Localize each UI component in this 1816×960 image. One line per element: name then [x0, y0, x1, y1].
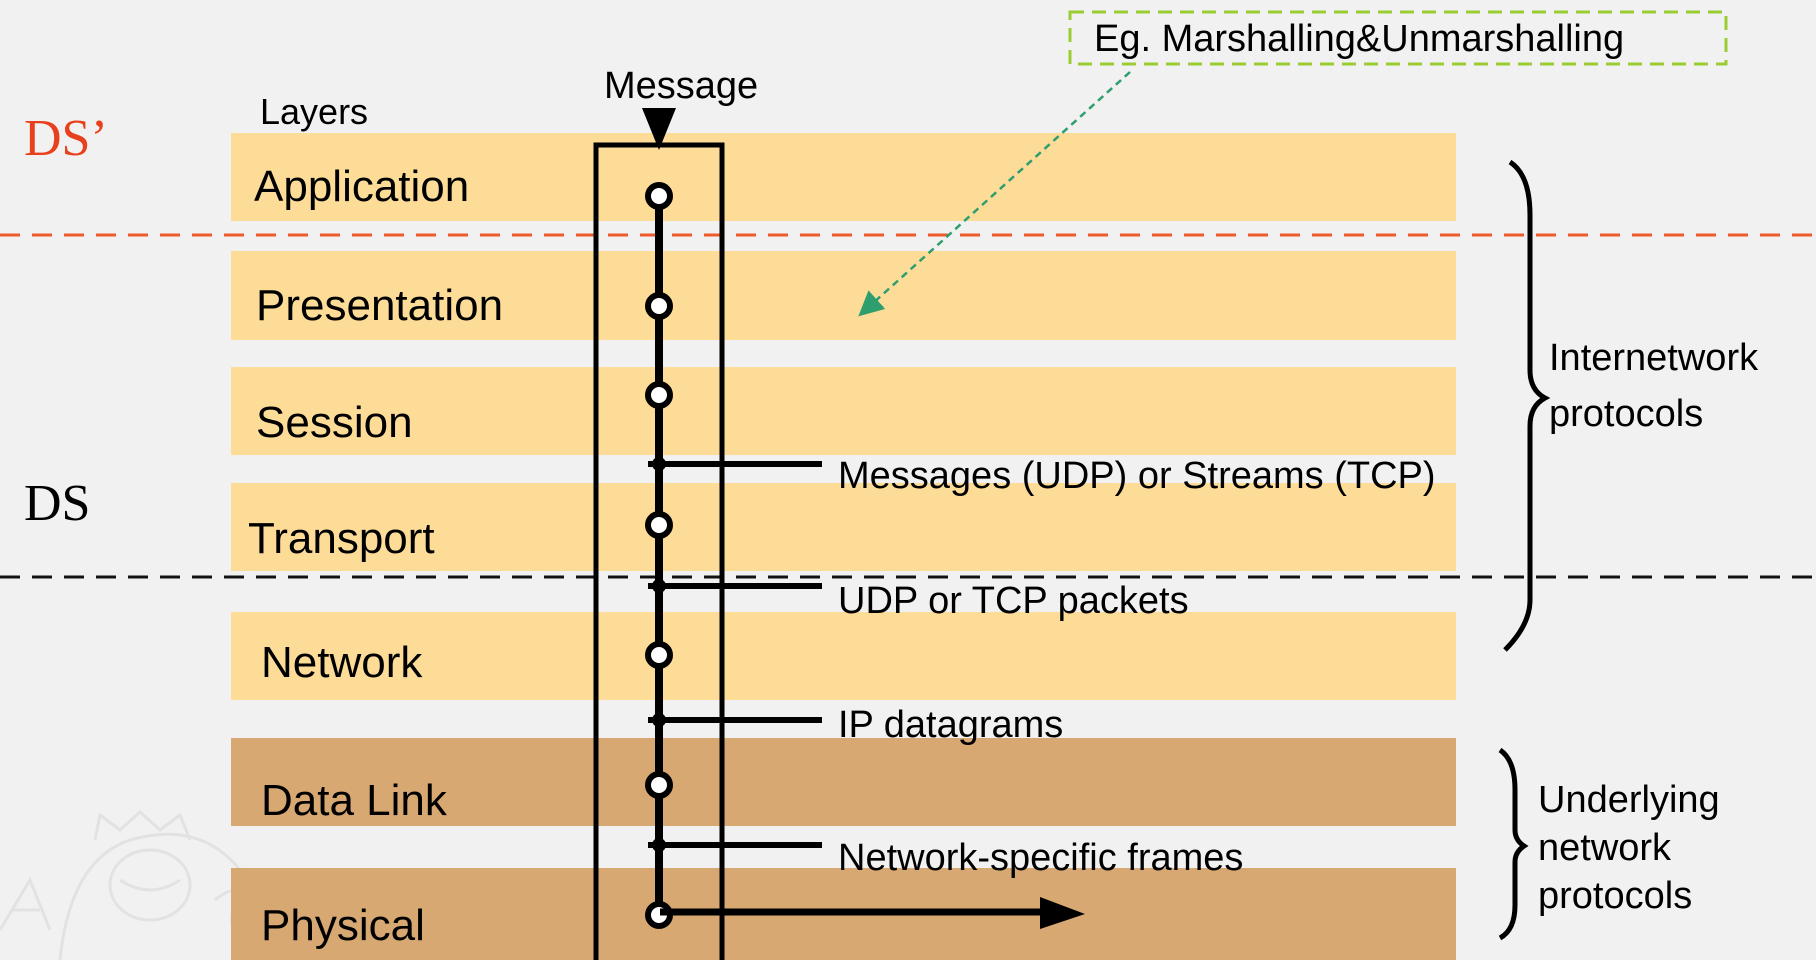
transfer-junction-dot — [652, 457, 666, 471]
underlying-network-protocols-label: Underlying network protocols — [1538, 779, 1720, 917]
layer-band-presentation — [231, 251, 1456, 340]
layer-node-circle — [645, 641, 673, 669]
group-label-line: network — [1538, 827, 1672, 869]
layer-node-circle — [645, 511, 673, 539]
layer-label-application: Application — [254, 162, 469, 211]
layer-bands — [231, 133, 1456, 960]
layer-band-network — [231, 612, 1456, 700]
layer-band-application — [231, 133, 1456, 221]
message-stack-box — [593, 142, 725, 960]
layer-labels: ApplicationPresentationSessionTransportN… — [248, 162, 503, 950]
transfer-unit-label: Network-specific frames — [838, 837, 1243, 879]
layer-node-circle — [645, 381, 673, 409]
layer-node-circle — [645, 182, 673, 210]
transfer-unit-connectors: Messages (UDP) or Streams (TCP) UDP or TC… — [648, 455, 1436, 879]
group-label-line: Underlying — [1538, 779, 1720, 821]
transfer-junction-dot — [652, 838, 666, 852]
layer-band-data-link — [231, 738, 1456, 826]
example-note-text: Eg. Marshalling&Unmarshalling — [1094, 18, 1624, 60]
ds-prime-label: DS’ — [24, 110, 108, 167]
transfer-unit-label: IP datagrams — [838, 704, 1063, 746]
layer-band-transport — [231, 483, 1456, 571]
transfer-unit-label: Messages (UDP) or Streams (TCP) — [838, 455, 1436, 497]
internetwork-brace-icon — [1503, 159, 1551, 652]
watermark-seal-icon — [0, 809, 258, 960]
layers-heading: Layers — [260, 91, 368, 132]
message-label: Message — [604, 65, 758, 107]
physical-output-arrow-icon — [1040, 897, 1085, 929]
layer-node-circle — [645, 292, 673, 320]
group-label-line: protocols — [1538, 875, 1692, 917]
layer-band-session — [231, 367, 1456, 455]
layer-node-circle — [645, 771, 673, 799]
ds-label: DS — [24, 475, 90, 532]
transfer-junction-dot — [652, 713, 666, 727]
layer-label-session: Session — [256, 398, 413, 447]
transfer-junction-dot — [652, 579, 666, 593]
layer-label-transport: Transport — [248, 514, 435, 563]
layer-label-network: Network — [261, 638, 423, 687]
group-label-line: Internetwork — [1549, 337, 1759, 379]
layer-label-data-link: Data Link — [261, 776, 448, 825]
transfer-unit-label: UDP or TCP packets — [838, 580, 1189, 622]
layer-nodes — [645, 182, 673, 929]
group-label-line: protocols — [1549, 393, 1703, 435]
internetwork-protocols-label: Internetwork protocols — [1549, 337, 1759, 435]
example-note-arrow — [858, 71, 1131, 317]
layer-label-presentation: Presentation — [256, 281, 503, 330]
example-note-box — [1068, 10, 1728, 66]
underlying-brace-icon — [1498, 747, 1529, 941]
message-down-arrow-icon — [642, 108, 676, 150]
layer-label-physical: Physical — [261, 901, 425, 950]
